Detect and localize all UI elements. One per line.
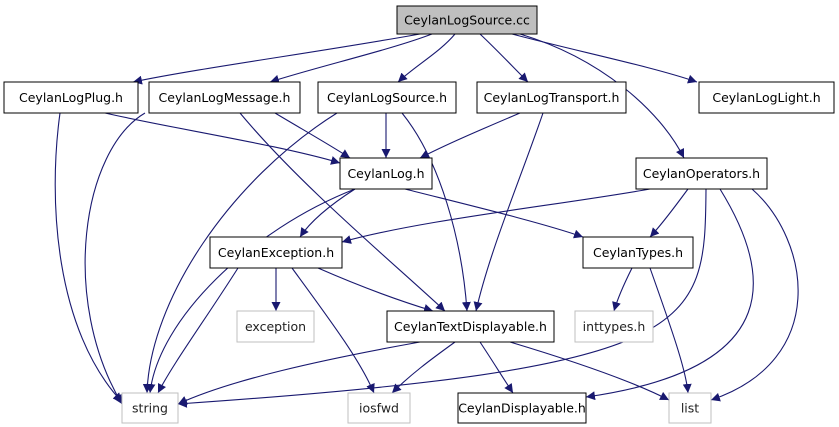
node-light[interactable]: CeylanLogLight.h (698, 81, 835, 114)
node-plug[interactable]: CeylanLogPlug.h (3, 81, 139, 114)
edge-msg-to-td (239, 112, 446, 312)
node-label: CeylanTextDisplayable.h (394, 319, 547, 334)
node-exc[interactable]: CeylanException.h (209, 236, 343, 269)
edge-types-to-inttypes (612, 267, 633, 312)
node-label: string (132, 401, 168, 416)
edge-msg-to-string (84, 112, 146, 405)
edge-root-to-plug (132, 33, 421, 85)
edge-exc-to-td (317, 267, 434, 313)
node-inttypes: inttypes.h (574, 310, 654, 343)
edge-plug-to-string (54, 112, 123, 403)
node-box (698, 81, 835, 114)
node-label: inttypes.h (583, 319, 646, 334)
node-label: CeylanOperators.h (643, 166, 760, 181)
node-excstd: exception (236, 310, 315, 343)
edge-log-to-exc (299, 188, 356, 238)
node-box (668, 392, 712, 424)
node-td[interactable]: CeylanTextDisplayable.h (386, 310, 555, 343)
node-box (3, 81, 139, 114)
edge-root-to-src (397, 33, 456, 83)
node-box (236, 310, 315, 343)
edge-plug-to-log (104, 112, 341, 165)
node-box (209, 236, 343, 269)
node-list: list (668, 392, 712, 424)
edge-td-to-iosfwd (391, 341, 456, 394)
node-label: CeylanLogTransport.h (484, 90, 620, 105)
node-box (347, 392, 411, 424)
node-label: exception (245, 319, 306, 334)
node-label: CeylanLogSource.cc (404, 13, 530, 28)
edge-root-to-msg (269, 33, 433, 84)
edge-trans-to-log (419, 112, 521, 159)
node-label: CeylanLogPlug.h (19, 90, 123, 105)
node-box (339, 157, 433, 190)
edge-log-to-string (146, 188, 356, 394)
edge-ops-to-disp (585, 188, 754, 401)
edge-td-to-list (509, 341, 670, 401)
node-box (386, 310, 555, 343)
node-log[interactable]: CeylanLog.h (339, 157, 433, 190)
node-box (148, 81, 301, 114)
node-string: string (121, 392, 179, 424)
edge-msg-to-log (274, 112, 351, 159)
node-ops[interactable]: CeylanOperators.h (635, 157, 768, 190)
node-label: list (681, 401, 699, 416)
node-src[interactable]: CeylanLogSource.h (317, 81, 457, 114)
node-label: CeylanDisplayable.h (458, 401, 586, 416)
node-msg[interactable]: CeylanLogMessage.h (148, 81, 301, 114)
edge-root-to-trans (479, 33, 529, 83)
edge-ops-to-exc (341, 188, 651, 244)
node-label: CeylanLogMessage.h (159, 90, 291, 105)
node-types[interactable]: CeylanTypes.h (582, 236, 694, 269)
node-iosfwd: iosfwd (347, 392, 411, 424)
node-box (121, 392, 179, 424)
node-label: CeylanTypes.h (593, 245, 683, 260)
node-box (457, 392, 587, 424)
node-disp[interactable]: CeylanDisplayable.h (457, 392, 587, 424)
node-label: CeylanException.h (218, 245, 334, 260)
node-label: CeylanLogLight.h (712, 90, 820, 105)
node-box (582, 236, 694, 269)
edge-td-to-string (177, 341, 421, 405)
node-box (396, 5, 538, 35)
edge-exc-to-iosfwd (291, 267, 375, 394)
edge-td-to-disp (479, 341, 514, 394)
node-box (635, 157, 768, 190)
edge-src-to-td (401, 112, 471, 312)
edge-types-to-list (649, 267, 692, 394)
node-box (476, 81, 627, 114)
node-root[interactable]: CeylanLogSource.cc (396, 5, 538, 35)
edge-ops-to-types (649, 188, 689, 238)
edge-src-to-string (142, 112, 338, 394)
node-box (574, 310, 654, 343)
node-trans[interactable]: CeylanLogTransport.h (476, 81, 627, 114)
node-label: CeylanLogSource.h (327, 90, 447, 105)
edge-root-to-light (511, 33, 698, 84)
edge-exc-to-string (157, 267, 239, 394)
graph-edges (54, 33, 799, 408)
node-label: iosfwd (359, 401, 399, 416)
edge-trans-to-td (473, 112, 544, 312)
node-box (317, 81, 457, 114)
node-label: CeylanLog.h (347, 166, 424, 181)
edge-ops-to-list (710, 188, 799, 402)
